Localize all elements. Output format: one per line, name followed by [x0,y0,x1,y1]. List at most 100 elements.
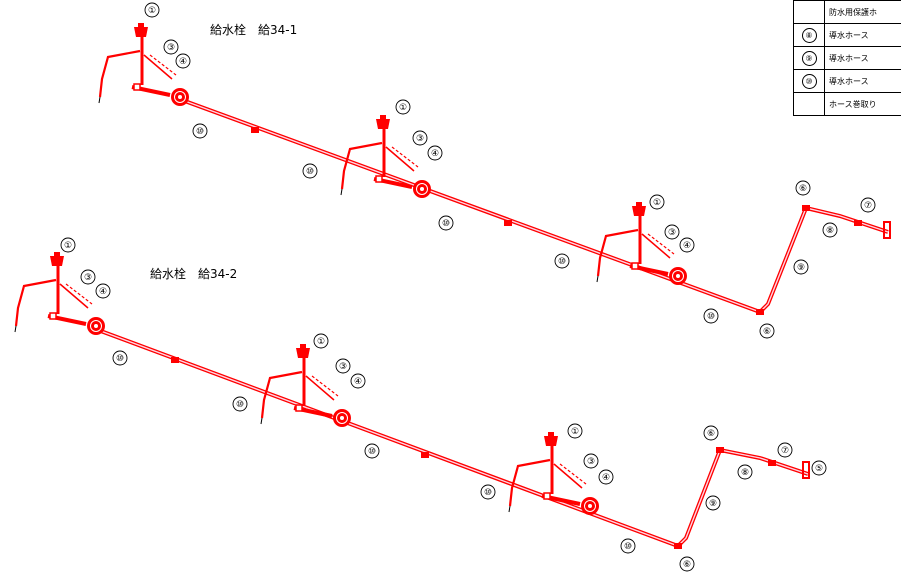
callout-label: ④ [683,241,691,251]
callout-label: ③ [84,273,92,283]
valve-handle [380,115,386,120]
callout-label: ① [571,427,579,437]
base-fitting [631,262,639,270]
brace-line-dashed [65,283,93,305]
faucet-unit [596,202,687,285]
legend-label: 防水用保護ホ [824,0,901,24]
callout-label: ⑩ [624,542,632,552]
brace-line [59,283,89,309]
drain-branch [98,49,141,98]
callout-label: ⑥ [683,560,691,570]
callout-circle [112,350,128,366]
base-fitting [133,83,141,91]
coupler-fitting [674,543,682,549]
valve-head [376,119,390,129]
callout-circle [811,460,827,476]
callout-label: ④ [179,57,187,67]
valve-handle [548,432,554,437]
callout-circle [598,469,614,485]
legend-row: ⑨ 導水ホース [793,46,901,70]
callout-circle [232,396,248,412]
coupler-fitting [768,460,776,466]
hose-reel-ring [174,91,186,103]
callout-label: ① [317,337,325,347]
legend-table: 防水用保護ホ ⑧ 導水ホース ⑨ 導水ホース ⑩ 導水ホース ホース巻取り [793,0,901,116]
hose-line-core [97,329,679,547]
callout-circle [144,2,160,18]
hose-line-core [181,99,761,313]
callout-circle [737,464,753,480]
brace-line-dashed [149,54,177,76]
callout-circle [664,224,680,240]
drain-branch [508,458,551,507]
section-title-1: 給水栓 給34-1 [210,22,297,37]
callout-label: ③ [167,43,175,53]
callout-label: ⑧ [741,468,749,478]
callout-circle [335,358,351,374]
base-fitting [49,312,57,320]
hose-line [676,447,809,548]
callout-circle [703,425,719,441]
coupler-fitting [854,220,862,226]
brace-line [143,54,173,80]
callout-circle [313,333,329,349]
valve-head [50,256,64,266]
brace-line-dashed [311,375,339,397]
callout-circle [350,373,366,389]
callout-label: ⑩ [368,447,376,457]
brace-line [641,233,671,259]
callout-label: ⑤ [815,464,823,474]
legend-row: ホース巻取り [793,92,901,116]
valve-handle [300,344,306,349]
coupler-fitting [756,309,764,315]
drain-tip [14,325,17,333]
faucet-unit [508,432,599,515]
callout-circle [620,538,636,554]
callout-label: ③ [587,457,595,467]
drain-tip [340,188,343,196]
outlet-fitting [802,461,810,479]
callout-circle [679,556,695,572]
callout-circle [163,39,179,55]
faucet-unit [340,115,431,198]
hose-reel-hub [94,324,98,328]
callout-circle [480,484,496,500]
callout-label: ③ [416,134,424,144]
callout-label: ⑦ [781,446,789,456]
hose-reel-hub [340,416,344,420]
valve-head [544,436,558,446]
valve-handle [54,252,60,257]
hose-reel-ring [416,183,428,195]
callout-circle [793,259,809,275]
hose-reel-hub [676,274,680,278]
drain-branch [260,370,303,419]
callout-circle [554,253,570,269]
faucet-unit [98,23,189,106]
hose-line [758,205,889,314]
outlet-fitting [883,221,891,239]
legend-label: 導水ホース [824,23,901,47]
callout-circle [412,130,428,146]
callout-label: ⑩ [306,167,314,177]
callout-circle [822,222,838,238]
coupler-fitting [251,127,259,133]
callout-label: ⑥ [799,184,807,194]
section-title-2: 給水栓 給34-2 [150,266,237,281]
legend-num: ⑩ [801,73,817,89]
hose-line-core [677,449,809,547]
legend-label: 導水ホース [824,69,901,93]
callout-circle [364,443,380,459]
coupler-fitting [504,220,512,226]
faucet-units [14,23,687,515]
callout-label: ⑨ [709,499,717,509]
brace-line [305,375,335,401]
callout-label: ⑩ [442,219,450,229]
callout-circle [795,180,811,196]
drain-branch [340,141,383,190]
callout-label: ④ [602,473,610,483]
callout-label: ④ [99,287,107,297]
callout-label: ③ [668,228,676,238]
faucet-unit [14,252,105,335]
drain-branch [596,228,639,277]
